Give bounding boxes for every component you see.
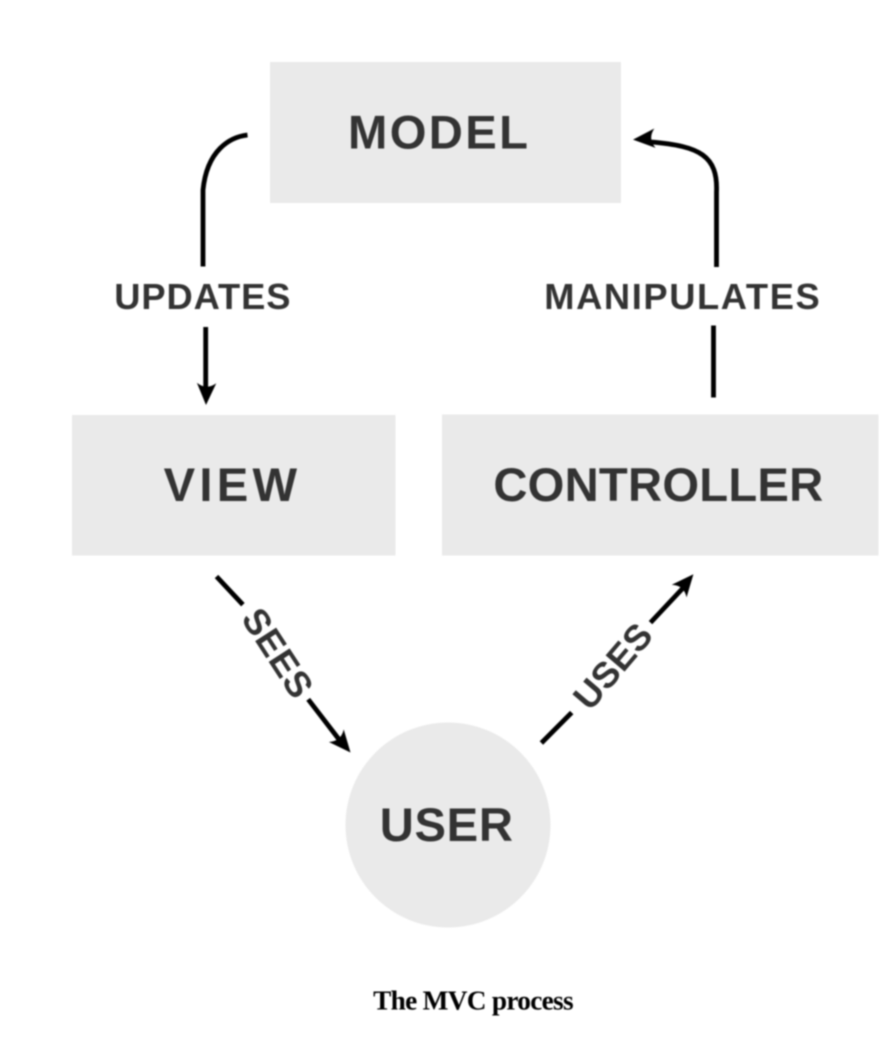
svg-text:MODEL: MODEL [348, 107, 530, 160]
svg-text:The MVC process: The MVC process [373, 986, 573, 1016]
svg-text:SEES: SEES [234, 600, 322, 705]
svg-text:VIEW: VIEW [164, 459, 302, 512]
svg-text:MANIPULATES: MANIPULATES [544, 276, 821, 317]
svg-text:USES: USES [565, 615, 661, 717]
svg-text:USER: USER [380, 799, 514, 852]
svg-text:CONTROLLER: CONTROLLER [493, 459, 823, 512]
svg-text:UPDATES: UPDATES [114, 276, 291, 317]
